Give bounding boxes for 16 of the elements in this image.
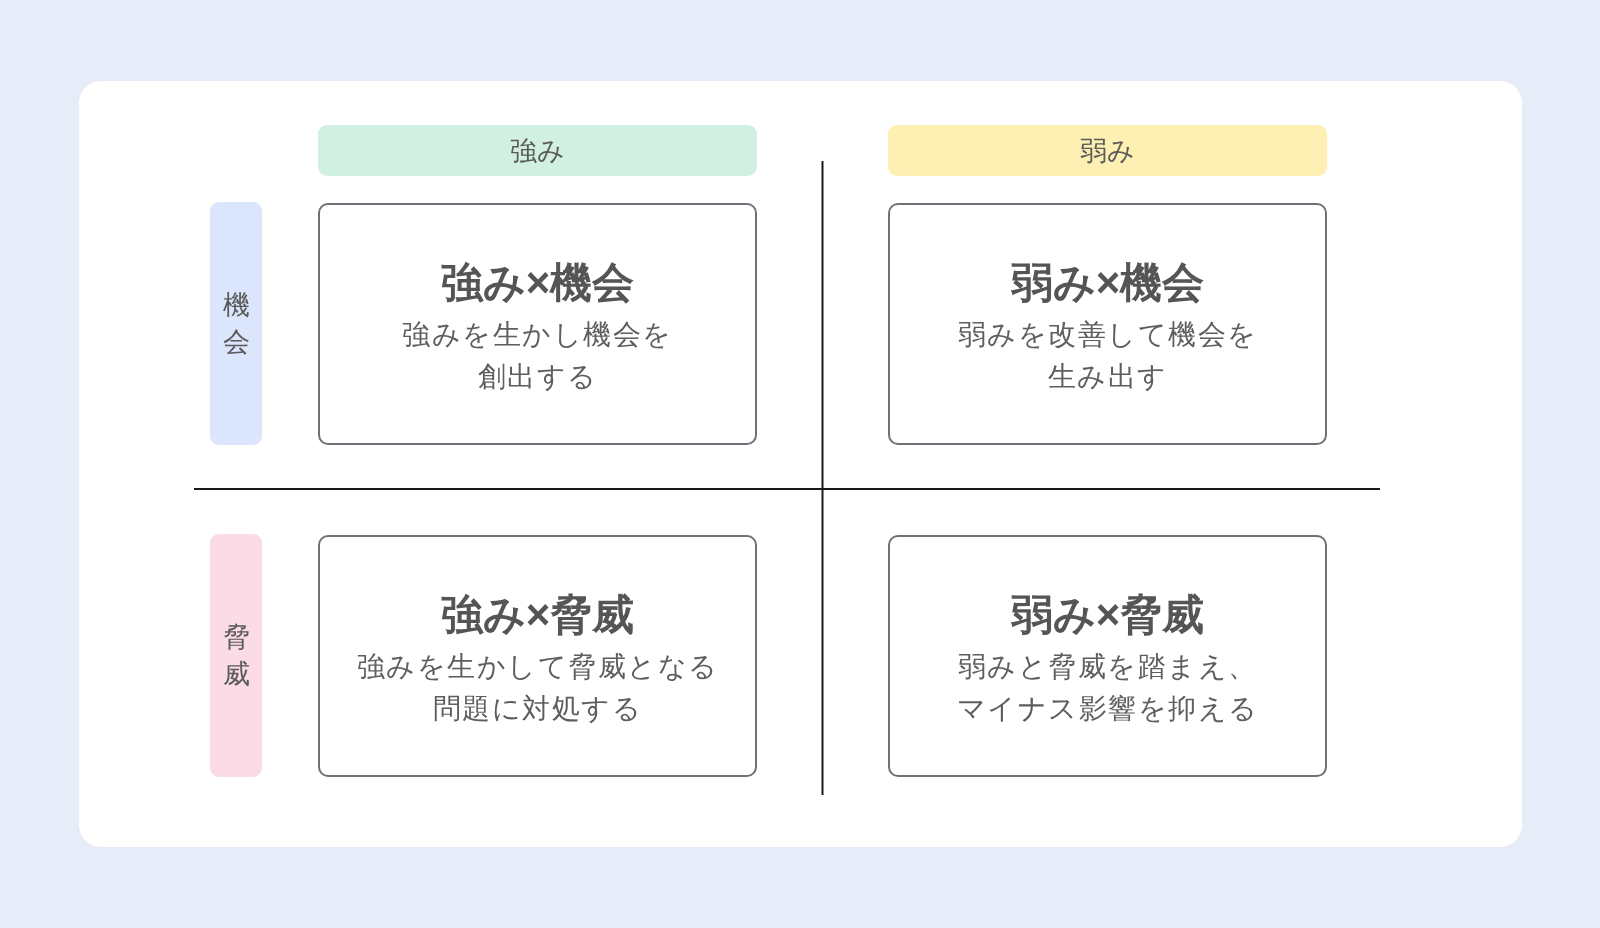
box-title: 強み×機会 (440, 258, 635, 308)
box-description: 弱みを改善して機会を生み出す (956, 318, 1259, 394)
row-header: 機会 (210, 202, 262, 445)
row-header: 脅威 (210, 534, 262, 777)
box-title: 弱み×脅威 (1010, 590, 1205, 640)
box-description: 強みを生かし機会を創出する (401, 318, 674, 394)
column-header: 強み (318, 125, 757, 176)
column-header: 弱み (888, 125, 1327, 176)
box-title: 弱み×機会 (1010, 258, 1205, 308)
box-title: 強み×脅威 (440, 590, 635, 640)
quadrant-box (888, 535, 1327, 777)
quadrant-box (318, 203, 757, 445)
quadrant-box (318, 535, 757, 777)
quadrant-box (888, 203, 1327, 445)
box-description: 弱みと脅威を踏まえ、マイナス影響を抑える (955, 650, 1260, 726)
box-description: 強みを生かして脅威となる問題に対処する (355, 650, 720, 726)
